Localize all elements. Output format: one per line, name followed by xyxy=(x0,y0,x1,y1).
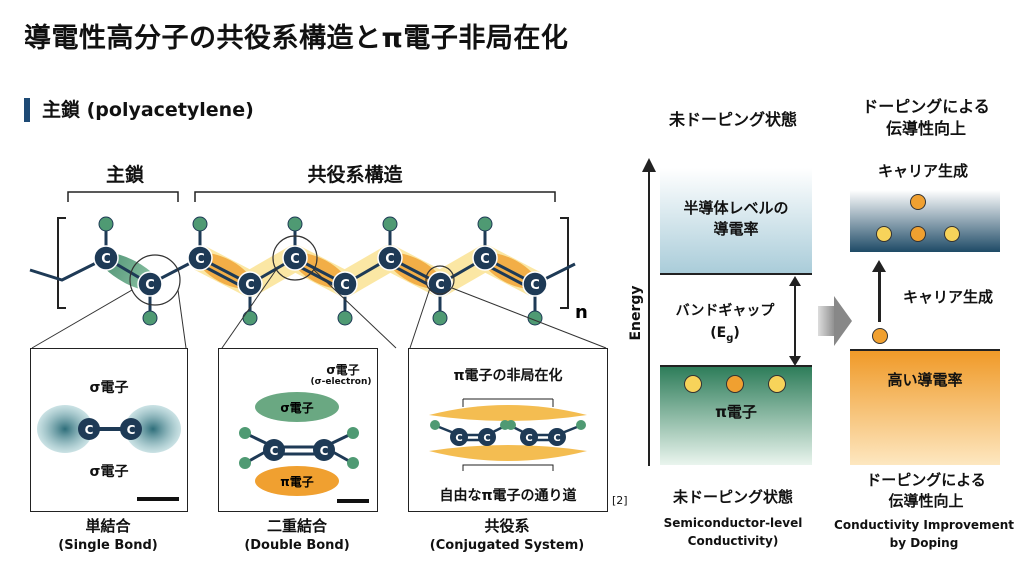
carrier-dot xyxy=(910,194,926,210)
svg-text:C: C xyxy=(270,444,279,458)
doped-conduction-band xyxy=(850,190,1000,252)
pi-electron-label: π電子 xyxy=(715,403,757,421)
svg-text:σ電子: σ電子 xyxy=(280,401,313,415)
conduction-band: 半導体レベルの導電率 xyxy=(660,168,812,274)
pi-delocalization-label: π電子の非局在化 xyxy=(453,368,563,384)
svg-text:C: C xyxy=(127,423,136,437)
electron-dot xyxy=(768,375,786,393)
svg-text:C: C xyxy=(320,444,329,458)
sigma-electron-label: σ電子 xyxy=(326,363,360,377)
panel-conjugated: π電子の非局在化 C C C C 自由なπ電子の通り道 xyxy=(408,348,608,512)
page-title: 導電性高分子の共役系構造とπ電子非局在化 xyxy=(24,23,569,54)
carrier-dot xyxy=(876,226,892,242)
sigma-bottom-label: σ電子 xyxy=(89,464,129,480)
doped-valence-edge xyxy=(850,349,1000,351)
conduction-band-edge xyxy=(660,273,812,275)
transition-arrow-head xyxy=(834,296,852,346)
valence-band-edge xyxy=(660,365,812,367)
panel-double-bond: σ電子 (σ-electron) σ電子 C C π電子 xyxy=(218,348,378,512)
doped-footer: ドーピングによる伝導性向上 xyxy=(866,471,986,510)
carrier-arrow xyxy=(878,270,881,322)
carbon-label: C xyxy=(195,252,205,267)
caption-conjugated: 共役系 (Conjugated System) xyxy=(429,517,585,553)
carbon-label: C xyxy=(340,278,350,293)
svg-text:C: C xyxy=(553,433,560,444)
repeat-n: n xyxy=(575,302,588,323)
energy-axis xyxy=(648,170,650,466)
band-gap-arrow xyxy=(794,280,796,360)
sigma-top-label: σ電子 xyxy=(89,380,129,396)
undoped-footer: 未ドーピング状態 xyxy=(672,488,793,506)
sigma-electron-sub: (σ-electron) xyxy=(310,377,372,387)
carrier-dot xyxy=(944,226,960,242)
double-bond-figure: σ電子 C C π電子 xyxy=(239,392,359,496)
polyacetylene-chain: C C C C C C C C C C n xyxy=(29,191,607,349)
carbon-label: C xyxy=(435,278,445,293)
svg-text:C: C xyxy=(85,423,94,437)
undoped-heading: 未ドーピング状態 xyxy=(668,110,797,129)
bracket-conj xyxy=(194,191,556,202)
energy-axis-label: Energy xyxy=(628,285,644,341)
carrier-dot xyxy=(910,226,926,242)
carrier-gen-top: キャリア生成 xyxy=(877,162,968,180)
polymer-bracket-right xyxy=(560,217,569,309)
carbon-label: C xyxy=(290,252,300,267)
scale-bar xyxy=(337,499,369,503)
carbon-label: C xyxy=(245,278,255,293)
label-main-chain: 主鎖 xyxy=(105,164,144,186)
energy-axis-arrow xyxy=(642,158,656,172)
carbon-label: C xyxy=(530,278,540,293)
svg-text:π電子: π電子 xyxy=(280,475,314,489)
single-bond-figure: C C xyxy=(37,405,181,453)
high-conductivity-label: 高い導電率 xyxy=(887,371,963,389)
svg-text:C: C xyxy=(455,433,462,444)
label-conjugated: 共役系構造 xyxy=(307,164,403,186)
free-pi-path-label: 自由なπ電子の通り道 xyxy=(439,488,577,504)
band-gap-label: バンドギャップ (Eg) xyxy=(675,303,775,344)
carbon-label: C xyxy=(385,252,395,267)
electron-dot xyxy=(726,375,744,393)
reference-marker: [2] xyxy=(612,494,628,507)
electron-dot xyxy=(684,375,702,393)
carbon-label: C xyxy=(145,278,155,293)
carbon-label: C xyxy=(101,252,111,267)
hole-dot xyxy=(872,328,888,344)
caption-double: 二重結合 (Double Bond) xyxy=(244,517,350,553)
carrier-gen-arrow-label: キャリア生成 xyxy=(902,288,993,306)
carbon-label: C xyxy=(480,252,490,267)
panel-single-bond: σ電子 C C σ電子 xyxy=(30,348,188,512)
svg-text:C: C xyxy=(483,433,490,444)
caption-single: 単結合 (Single Bond) xyxy=(58,517,158,553)
svg-text:C: C xyxy=(525,433,532,444)
polymer-bracket-left xyxy=(57,217,66,309)
doped-valence-band: 高い導電率 xyxy=(850,351,1000,465)
bracket-main xyxy=(67,191,179,202)
scale-bar xyxy=(137,497,179,501)
transition-arrow-body xyxy=(818,306,836,336)
valence-band: π電子 xyxy=(660,367,812,465)
doped-heading: ドーピングによる伝導性向上 xyxy=(862,97,990,138)
section-heading: 主鎖 (polyacetylene) xyxy=(24,98,254,122)
